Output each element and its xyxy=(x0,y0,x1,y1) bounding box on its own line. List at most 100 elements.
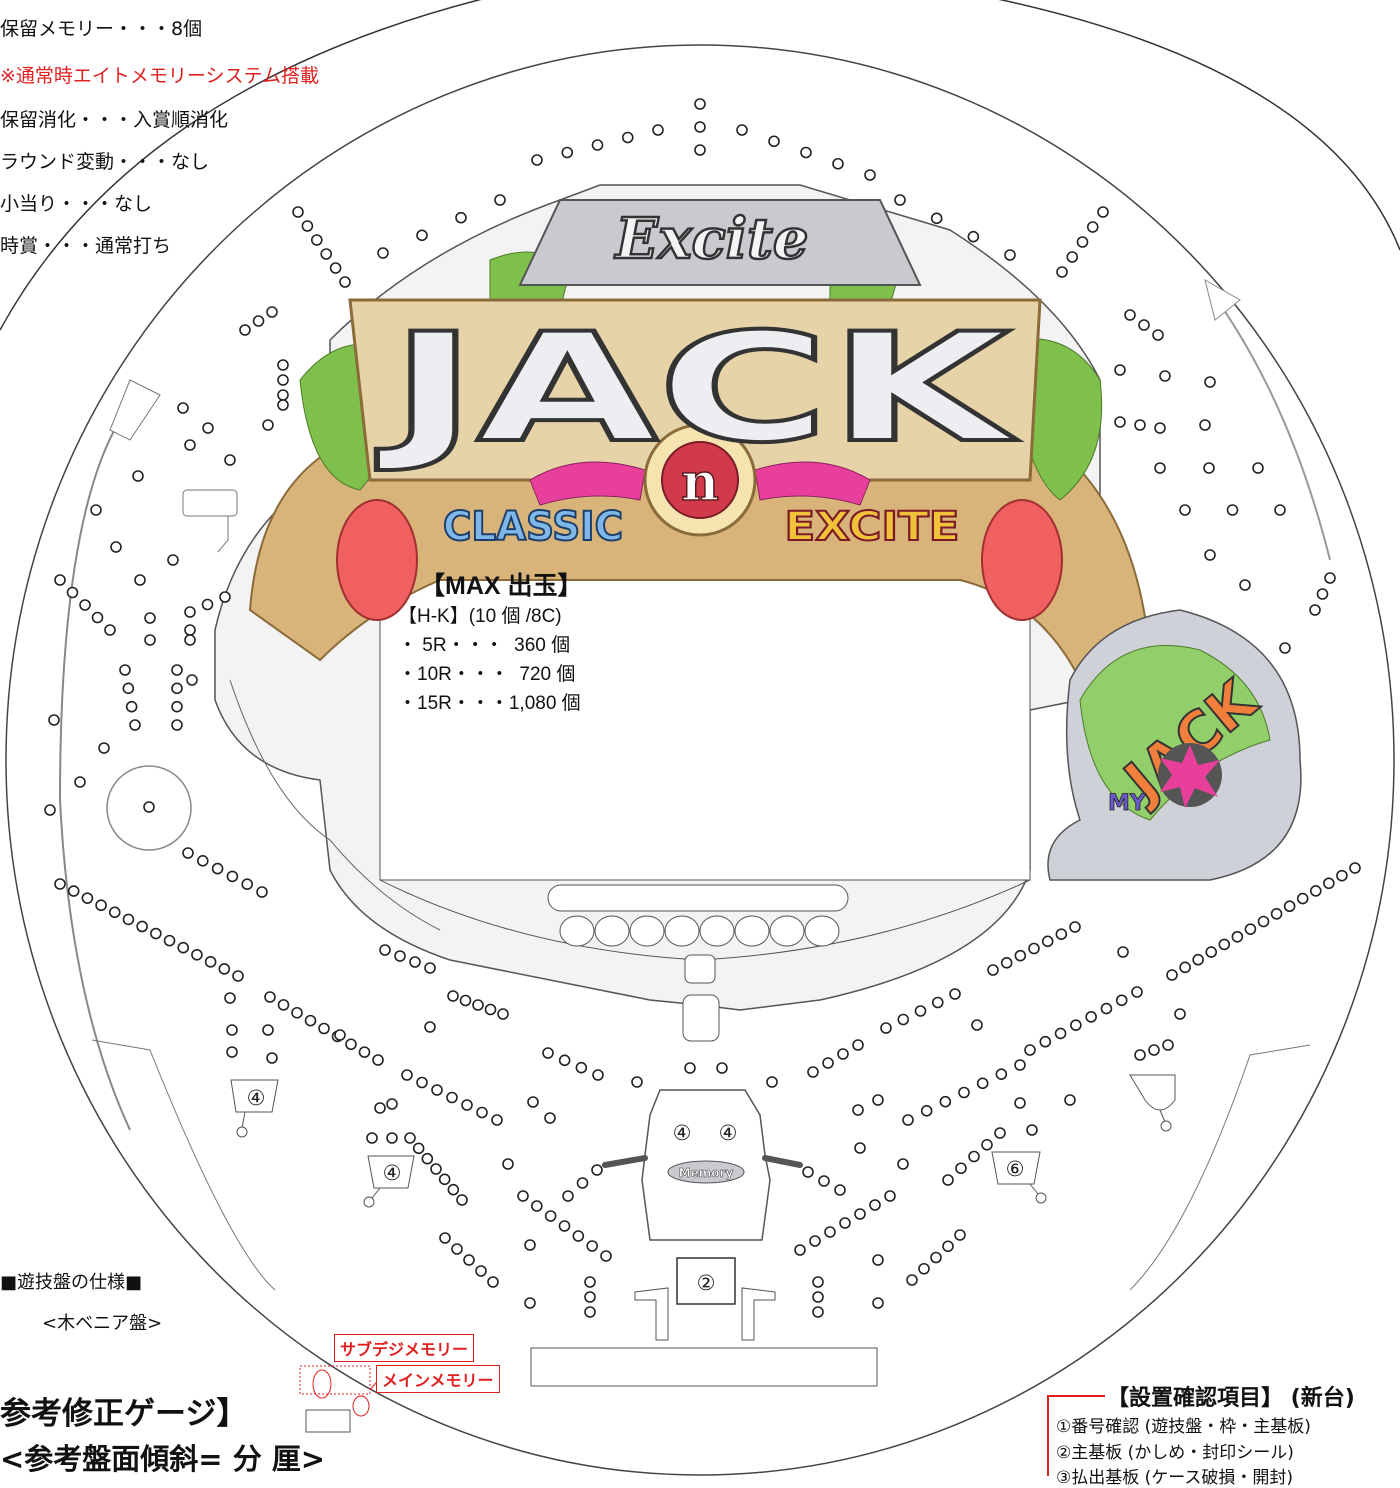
nail xyxy=(44,804,56,816)
nail xyxy=(122,913,135,926)
nail xyxy=(971,1019,983,1031)
nail xyxy=(502,1158,514,1170)
nail xyxy=(1114,364,1126,376)
nail xyxy=(1064,1094,1076,1106)
max-output-line-2: ・ 5R・・・ 360 個 xyxy=(398,635,571,656)
right-lamp xyxy=(981,499,1063,621)
center-left-value: ④ xyxy=(673,1121,692,1145)
nail xyxy=(1076,236,1089,248)
side-my-text: MY xyxy=(1108,791,1147,816)
nail xyxy=(872,1297,884,1309)
nail xyxy=(524,1297,536,1309)
nail xyxy=(558,1054,571,1067)
nail xyxy=(277,399,289,411)
nail xyxy=(854,1142,866,1154)
nail xyxy=(768,135,780,148)
hold-lamp-8 xyxy=(804,915,840,947)
nail xyxy=(404,1132,416,1144)
nail xyxy=(1014,1097,1026,1109)
nail xyxy=(110,541,122,553)
nail xyxy=(839,1217,851,1229)
nail xyxy=(104,624,116,636)
nail xyxy=(74,776,86,788)
nail xyxy=(438,1173,451,1186)
nail xyxy=(1252,462,1264,474)
nail xyxy=(852,1104,864,1116)
left-gate-tail xyxy=(217,516,229,553)
nail xyxy=(424,962,436,974)
nail xyxy=(931,996,944,1009)
nail xyxy=(542,1047,554,1059)
nail xyxy=(252,315,265,327)
left-rail-cap xyxy=(109,379,161,441)
nail xyxy=(136,920,148,933)
nail xyxy=(129,719,141,731)
max-output-box: 【MAX 出玉】 【H-K】(10 個 /8C) ・ 5R・・・ 360 個 ・… xyxy=(398,566,583,718)
nail xyxy=(1026,1124,1038,1136)
nail xyxy=(144,612,156,624)
spec-time-prize: 時賞・・・通常打ち xyxy=(0,235,172,257)
hold-lamp-5 xyxy=(699,915,735,947)
left-lamp xyxy=(336,499,418,621)
nail xyxy=(897,1013,910,1026)
nail xyxy=(358,1046,371,1058)
nail xyxy=(1166,969,1178,981)
pocket-right-value: ⑥ xyxy=(1006,1157,1025,1181)
nail xyxy=(1085,1011,1097,1023)
pocket-right-upper-stem xyxy=(1159,1109,1166,1123)
nail xyxy=(584,1306,596,1318)
nail xyxy=(1199,419,1211,431)
board-outline-top xyxy=(0,0,1400,331)
nail xyxy=(942,1174,954,1186)
nail xyxy=(430,1163,442,1175)
nail xyxy=(372,1054,384,1066)
nail xyxy=(211,862,224,875)
nail xyxy=(366,1132,378,1144)
nail xyxy=(1205,946,1218,958)
max-output-line-3: ・10R・・・ 720 個 xyxy=(398,664,576,685)
nail xyxy=(981,1138,993,1151)
nail xyxy=(1124,309,1136,321)
nail xyxy=(219,591,231,603)
nail xyxy=(144,634,156,646)
nail xyxy=(447,990,459,1002)
start-pocket xyxy=(676,1257,736,1305)
nail xyxy=(1114,416,1126,428)
nail xyxy=(561,146,574,159)
nail xyxy=(171,682,183,695)
nail xyxy=(204,956,217,968)
nail xyxy=(301,220,314,232)
excite-logo-text: Excite xyxy=(614,206,809,272)
nail xyxy=(386,1098,398,1110)
check-item-2: ②主基板 (かしめ・封印シール) xyxy=(1056,1443,1294,1463)
nail xyxy=(621,131,634,144)
nail xyxy=(766,1076,778,1088)
nail xyxy=(256,886,268,898)
hold-lamp-3 xyxy=(629,915,665,947)
main-memory-label: メインメモリー xyxy=(376,1365,500,1393)
nail xyxy=(431,1084,443,1096)
nail xyxy=(143,801,155,813)
nail xyxy=(1014,949,1027,962)
nail xyxy=(631,1076,643,1088)
nail xyxy=(584,1291,596,1303)
nail xyxy=(884,1190,896,1202)
nail xyxy=(968,1150,980,1163)
nail-field xyxy=(44,98,1361,1318)
nail xyxy=(1014,1059,1026,1071)
gauge-title: 参考修正ゲージ】 xyxy=(0,1396,248,1432)
nail xyxy=(439,1232,451,1244)
nail xyxy=(201,598,214,611)
nail xyxy=(239,324,251,336)
nail xyxy=(224,454,236,466)
nail xyxy=(1134,419,1146,431)
nail xyxy=(266,306,278,318)
nail xyxy=(812,1276,824,1288)
nail xyxy=(694,144,706,156)
memory-badge xyxy=(667,1160,745,1184)
nail xyxy=(1024,1044,1036,1056)
stage-top xyxy=(547,884,849,912)
nail xyxy=(1066,251,1079,263)
nail xyxy=(600,1250,612,1262)
